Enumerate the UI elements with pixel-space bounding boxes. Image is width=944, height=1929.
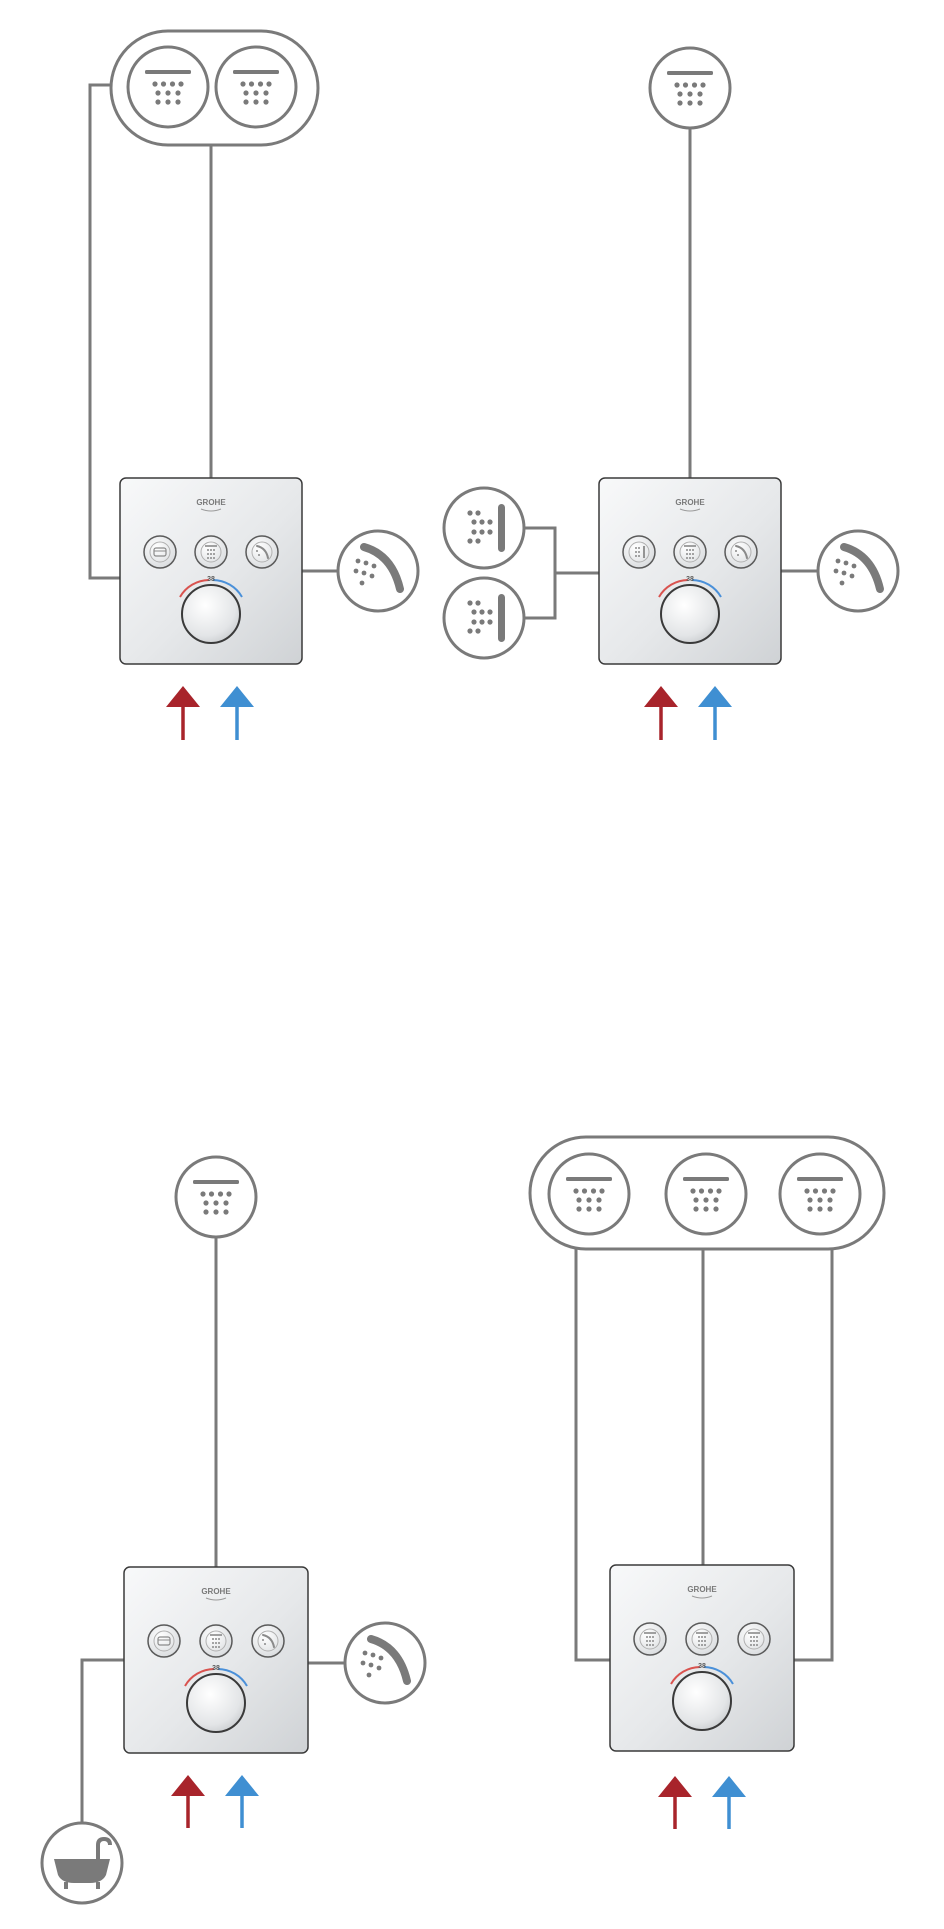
temperature-marking: 38 [207, 576, 215, 583]
outlet-button-2[interactable] [199, 1624, 233, 1658]
outlet-button-2[interactable] [194, 535, 228, 569]
outlet-button-3[interactable] [251, 1624, 285, 1658]
hand-shower-icon [336, 529, 420, 613]
hand-shower-icon [343, 1621, 427, 1705]
outlet-button-2[interactable] [673, 535, 707, 569]
cold-water-inlet-arrow [220, 686, 254, 740]
config-a: GROHE 38 [88, 29, 420, 740]
outlet-button-1[interactable] [147, 1624, 181, 1658]
thermostat-knob[interactable] [672, 1671, 732, 1731]
thermostat-knob[interactable] [181, 584, 241, 644]
body-jet-icon [442, 576, 526, 660]
brand-logo: GROHE [675, 498, 705, 507]
thermostat-panel: GROHE 38 [598, 477, 782, 665]
hot-water-inlet-arrow [658, 1776, 692, 1829]
thermostat-panel: GROHE 38 [119, 477, 303, 665]
triple-overhead-shower-icon [528, 1135, 886, 1251]
cold-water-inlet-arrow [712, 1776, 746, 1829]
outlet-button-2[interactable] [685, 1622, 719, 1656]
brand-logo: GROHE [687, 1585, 717, 1594]
temperature-marking: 38 [686, 576, 694, 583]
body-jet-icon [442, 486, 526, 570]
bath-tub-icon [40, 1821, 124, 1905]
config-d: GROHE 38 [528, 1135, 886, 1829]
hot-water-inlet-arrow [644, 686, 678, 740]
hot-water-inlet-arrow [166, 686, 200, 740]
thermostat-knob[interactable] [660, 584, 720, 644]
outlet-button-1[interactable] [143, 535, 177, 569]
hot-water-inlet-arrow [171, 1775, 205, 1828]
hand-shower-icon [816, 529, 900, 613]
pipe-lines [574, 1249, 834, 1662]
temperature-marking: 38 [212, 1665, 220, 1672]
outlet-button-3[interactable] [245, 535, 279, 569]
config-c: GROHE 38 [40, 1155, 427, 1905]
thermostat-knob[interactable] [186, 1673, 246, 1733]
thermostat-panel: GROHE 38 [609, 1564, 795, 1752]
thermostat-panel: GROHE 38 [123, 1566, 309, 1754]
overhead-shower-icon [174, 1155, 258, 1239]
outlet-button-1[interactable] [633, 1622, 667, 1656]
pipe-lines [524, 129, 818, 620]
outlet-button-3[interactable] [737, 1622, 771, 1656]
overhead-shower-icon [648, 46, 732, 130]
double-overhead-shower-icon [109, 29, 320, 147]
cold-water-inlet-arrow [225, 1775, 259, 1828]
pipe-lines [80, 1237, 345, 1823]
pipe-lines [88, 83, 338, 580]
brand-logo: GROHE [196, 498, 226, 507]
config-b: GROHE 38 [442, 46, 900, 740]
outlet-button-3[interactable] [724, 535, 758, 569]
brand-logo: GROHE [201, 1587, 231, 1596]
temperature-marking: 38 [698, 1663, 706, 1670]
outlet-button-1[interactable] [622, 535, 656, 569]
cold-water-inlet-arrow [698, 686, 732, 740]
